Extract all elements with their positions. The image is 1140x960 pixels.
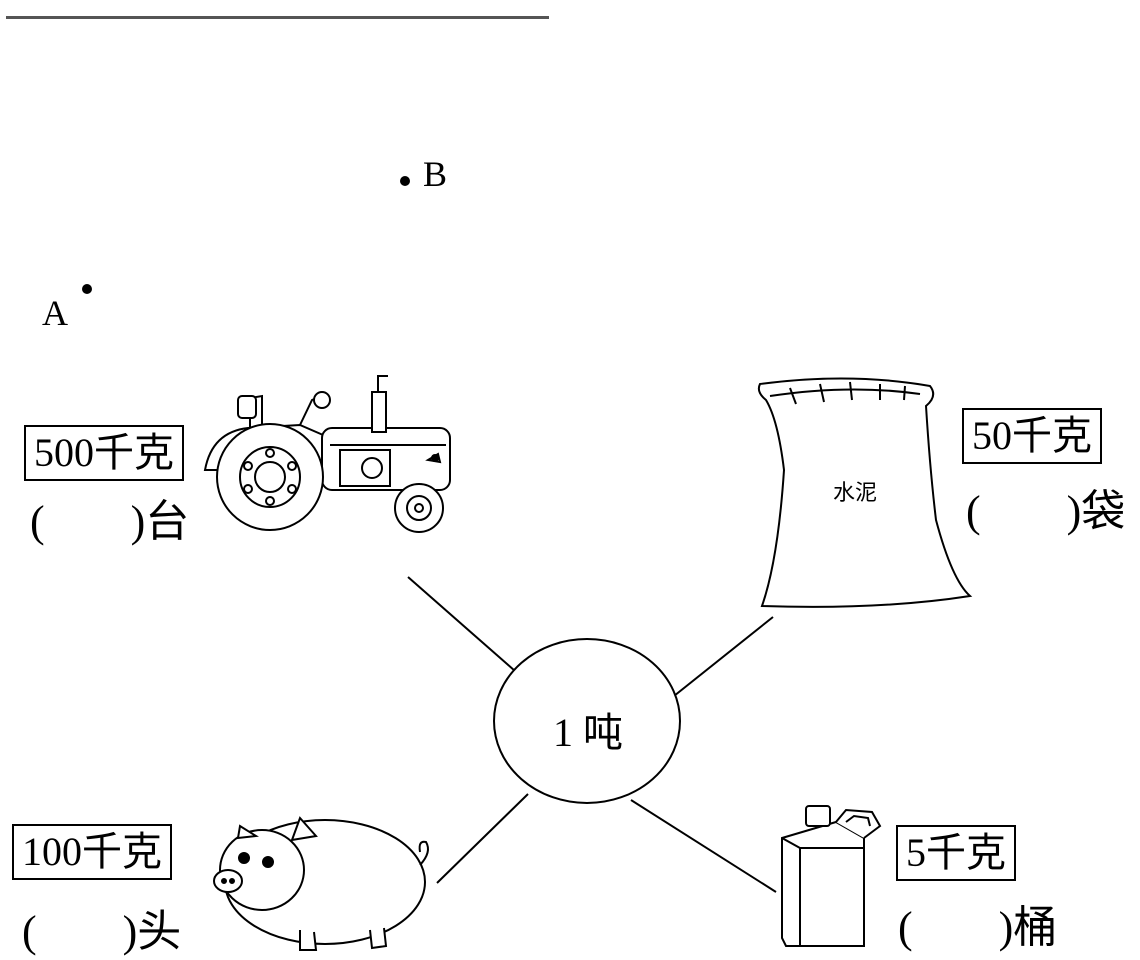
cement-answer: ( )袋 bbox=[966, 490, 1125, 534]
center-ellipse bbox=[493, 638, 681, 804]
bucket-answer: ( )桶 bbox=[898, 906, 1057, 950]
tractor-unit: )台 bbox=[130, 497, 190, 546]
point-b-dot bbox=[400, 176, 410, 186]
bucket-weight-box: 5千克 bbox=[896, 825, 1016, 881]
point-a-dot bbox=[82, 284, 92, 294]
tractor-icon bbox=[203, 375, 451, 533]
tractor-answer: ( )台 bbox=[30, 500, 189, 544]
line-to-tractor bbox=[407, 576, 516, 672]
line-to-pig bbox=[436, 793, 529, 884]
bucket-open-paren: ( bbox=[898, 903, 913, 952]
center-label: 1 吨 bbox=[553, 710, 623, 755]
pig-icon bbox=[213, 816, 429, 951]
cement-weight-box: 50千克 bbox=[962, 408, 1102, 464]
pig-answer: ( )头 bbox=[22, 910, 181, 954]
line-to-cement bbox=[673, 616, 774, 697]
top-rule bbox=[6, 16, 549, 19]
cement-bag-icon bbox=[757, 377, 973, 608]
cement-bag-text: 水泥 bbox=[833, 481, 877, 506]
pig-open-paren: ( bbox=[22, 907, 37, 956]
point-b-label: B bbox=[423, 154, 448, 194]
cement-open-paren: ( bbox=[966, 487, 981, 536]
tractor-weight-box: 500千克 bbox=[24, 425, 184, 481]
point-a-label: A bbox=[42, 293, 68, 333]
connector-lines bbox=[407, 576, 777, 893]
pig-unit: )头 bbox=[122, 907, 182, 956]
tractor-open-paren: ( bbox=[30, 497, 45, 546]
cement-unit: )袋 bbox=[1066, 487, 1126, 536]
line-to-bucket bbox=[630, 799, 777, 893]
bucket-icon bbox=[781, 805, 882, 947]
bucket-unit: )桶 bbox=[998, 903, 1058, 952]
pig-weight-box: 100千克 bbox=[12, 824, 172, 880]
